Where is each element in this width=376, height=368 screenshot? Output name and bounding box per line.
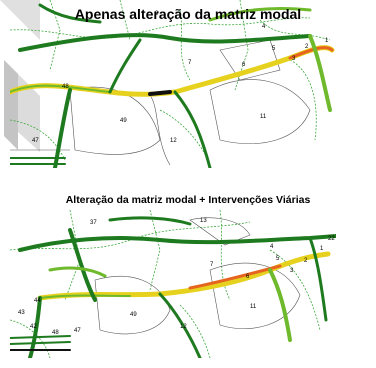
zone-label: 7 [210,262,214,268]
traffic-map-bottom: 1 2 3 4 5 6 7 11 12 13 22 37 42 43 44 47… [10,210,336,358]
zone-label: 9 [155,11,159,17]
zone-label: 13 [200,218,207,224]
zone-label: 4 [270,244,274,250]
zone-label: 47 [32,138,39,144]
traffic-map-top: 1 2 3 4 5 6 7 9 11 12 47 48 49 [10,0,335,168]
zone-label: 3 [292,56,296,62]
zone-label: 11 [250,304,257,310]
map-panel-bottom: 1 2 3 4 5 6 7 11 12 13 22 37 42 43 44 47… [10,210,336,358]
zone-labels-top: 1 2 3 4 5 6 7 9 11 12 47 48 49 [32,11,329,144]
zone-label: 1 [325,38,329,44]
zone-label: 3 [290,268,294,274]
zone-lines [10,39,311,166]
zone-label: 43 [18,310,25,316]
zone-label: 1 [320,246,324,252]
zone-label: 6 [242,62,246,68]
zone-label: 7 [188,60,192,66]
map-title-top: Apenas alteração da matriz modal [74,6,302,22]
road-network [10,216,336,358]
zone-label: 2 [305,44,309,50]
road-network [10,3,335,168]
map-panel-top: 1 2 3 4 5 6 7 9 11 12 47 48 49 [10,0,336,168]
zone-label: 4 [262,24,266,30]
decorative-chevron [0,0,40,152]
zone-label: 37 [90,220,97,226]
zone-labels-bottom: 1 2 3 4 5 6 7 11 12 13 22 37 42 43 44 47… [18,218,335,336]
zone-label: 12 [170,138,177,144]
zone-label: 6 [246,274,250,280]
zone-label: 22 [328,236,335,242]
zone-lines [94,217,301,335]
zone-label: 12 [180,324,187,330]
zone-label: 49 [120,118,127,124]
zone-label: 44 [34,298,41,304]
zone-label: 49 [130,312,137,318]
zone-label: 5 [272,46,276,52]
zone-label: 48 [52,330,59,336]
zone-label: 48 [62,84,69,90]
zone-label: 42 [30,324,37,330]
zone-label: 2 [304,258,308,264]
zone-label: 47 [74,328,81,334]
zone-label: 11 [260,114,267,120]
map-title-bottom: Alteração da matriz modal + Intervenções… [65,194,311,206]
zone-label: 5 [276,256,280,262]
